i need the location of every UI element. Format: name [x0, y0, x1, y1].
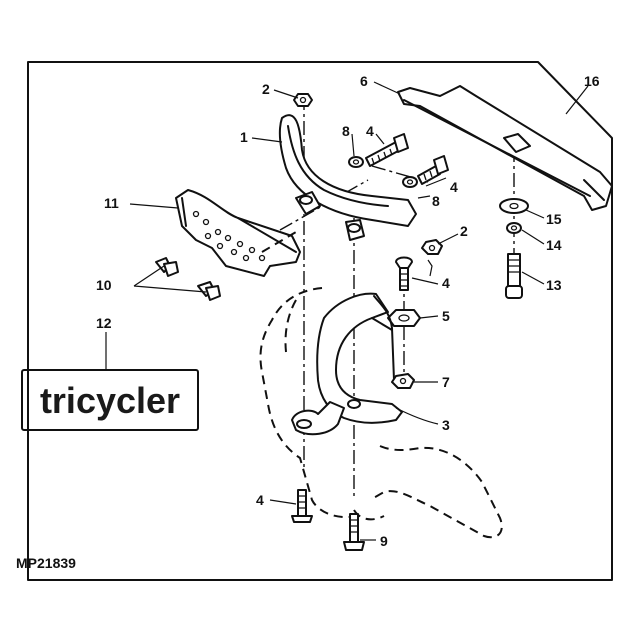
callout-9: 9 [380, 533, 388, 549]
part-6-blade [397, 85, 613, 211]
callout-8-a: 8 [342, 123, 350, 139]
leader-lines [105, 81, 589, 541]
part-11-deflector [175, 189, 301, 277]
callout-8-b: 8 [432, 193, 440, 209]
part-2-nut-right [421, 239, 443, 255]
assembly-centerlines [279, 96, 515, 500]
part-7-nut [391, 373, 415, 389]
drawing-code: MP21839 [16, 555, 76, 571]
part-14-lock-washer [506, 222, 522, 234]
callout-7: 7 [442, 374, 450, 390]
part-9-bolt [343, 513, 365, 551]
callout-3: 3 [442, 417, 450, 433]
part-15-washer [499, 198, 529, 214]
callout-12: 12 [96, 315, 112, 331]
callout-11: 11 [104, 195, 119, 211]
callout-15: 15 [546, 211, 562, 227]
part-2-nut-top [293, 93, 313, 107]
part-4-bolt-c [395, 256, 413, 291]
diagram-frame [27, 61, 613, 581]
part-8-washer-a [348, 156, 364, 168]
part-4-bolt-bottom [291, 489, 313, 523]
callout-14: 14 [546, 237, 562, 253]
part-5-flange-nut [387, 309, 421, 327]
callout-1: 1 [240, 129, 248, 145]
tricycler-logo: tricycler [21, 369, 199, 431]
part-1-upper-shield [278, 114, 417, 241]
callout-5: 5 [442, 308, 450, 324]
logo-text: tricycler [40, 380, 180, 421]
callout-2-right: 2 [460, 223, 468, 239]
callout-4-c: 4 [442, 275, 450, 291]
part-8-washer-b [402, 176, 418, 188]
callout-16: 16 [584, 73, 600, 89]
mower-deck-outline [259, 287, 503, 539]
part-4-bolt-a [365, 133, 409, 167]
part-13-blade-bolt [505, 253, 523, 299]
callout-13: 13 [546, 277, 562, 293]
callout-4-a: 4 [366, 123, 374, 139]
part-3-lower-shield [291, 292, 403, 436]
callout-4-d: 4 [256, 492, 264, 508]
callout-10: 10 [96, 277, 112, 293]
callout-labels: 2 1 8 4 6 16 4 8 11 2 10 4 5 12 7 3 15 1… [96, 73, 600, 549]
callout-2-top: 2 [262, 81, 270, 97]
part-10-wing-nuts [155, 257, 221, 301]
callout-6: 6 [360, 73, 368, 89]
callout-4-b: 4 [450, 179, 458, 195]
part-4-bolt-b [417, 155, 449, 185]
